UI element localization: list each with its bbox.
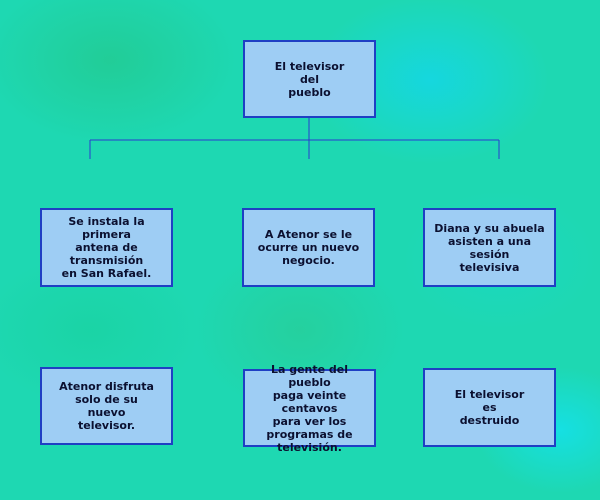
event-node-new-business: A Atenor se le ocurre un nuevo negocio. bbox=[242, 208, 375, 287]
event-node-antenna: Se instala la primera antena de transmis… bbox=[40, 208, 173, 287]
event-node-atenor-enjoys: Atenor disfruta solo de su nuevo televis… bbox=[40, 367, 173, 445]
event-node-tv-session: Diana y su abuela asisten a una sesión t… bbox=[423, 208, 556, 287]
event-node-people-pay: La gente del pueblo paga veinte centavos… bbox=[243, 363, 376, 454]
root-node-title: El televisor del pueblo bbox=[243, 40, 376, 118]
event-node-tv-destroyed: El televisor es destruido bbox=[423, 368, 556, 447]
